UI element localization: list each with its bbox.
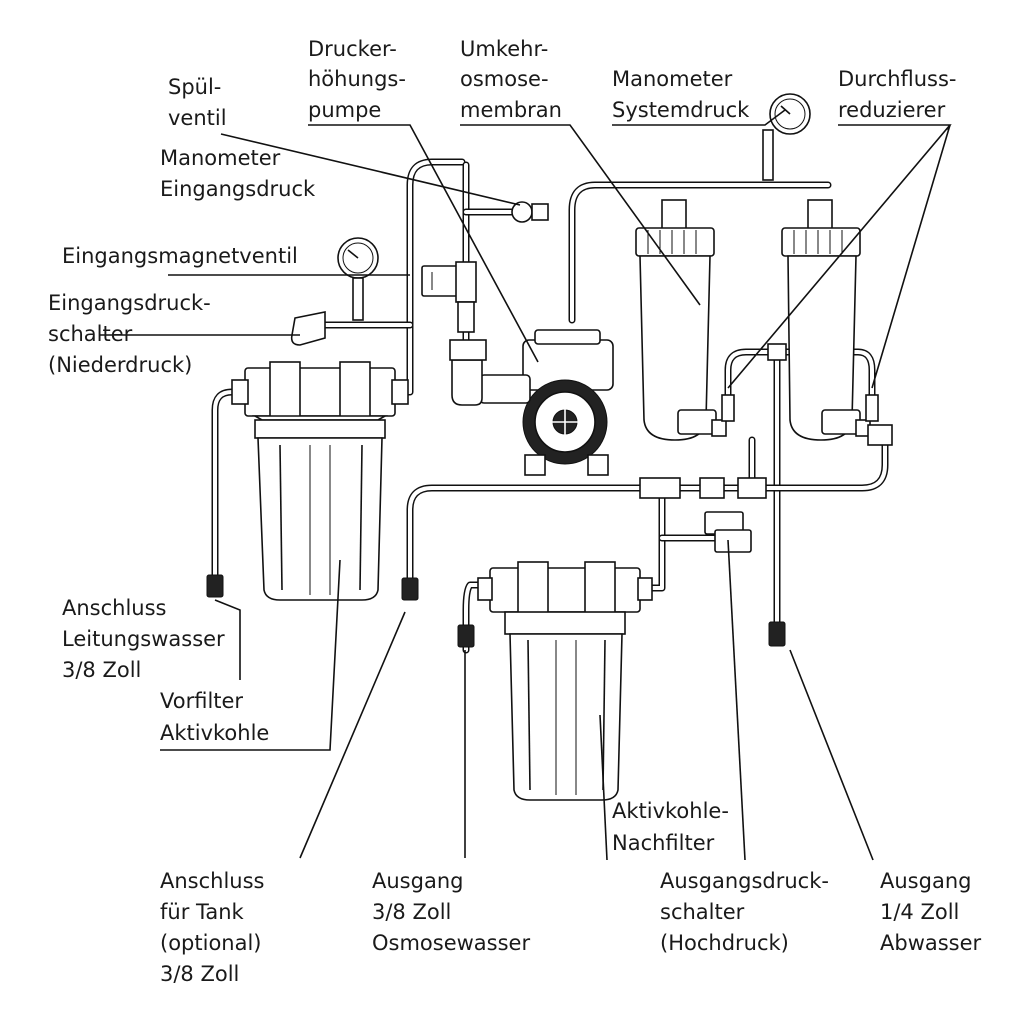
label-druckerhoehungspumpe-2: höhungs- [308,67,406,91]
label-ausgang-osmosewasser-3: Osmosewasser [372,931,530,955]
label-membran-3: membran [460,98,562,122]
label-ausgang-abwasser-3: Abwasser [880,931,982,955]
label-membran-2: osmose- [460,67,549,91]
label-durchflussreduzierer-2: reduzierer [838,98,946,122]
label-anschluss-tank-2: für Tank [160,900,245,924]
label-anschluss-tank-1: Anschluss [160,869,265,893]
label-vorfilter-1: Vorfilter [160,689,243,713]
label-eingangsdruckschalter-2: schalter [48,322,133,346]
label-ausgang-abwasser-1: Ausgang [880,869,971,893]
label-anschluss-tank-4: 3/8 Zoll [160,962,239,986]
label-nachfilter-2: Nachfilter [612,831,715,855]
label-durchflussreduzierer-1: Durchfluss- [838,67,957,91]
label-vorfilter-2: Aktivkohle [160,721,269,745]
leader-lines [100,109,952,861]
label-manometer-system-1: Manometer [612,67,733,91]
inlet-solenoid-valve [421,261,477,333]
label-anschluss-leitungswasser-3: 3/8 Zoll [62,658,141,682]
label-eingangsdruckschalter-1: Eingangsdruck- [48,291,211,315]
membrane-housing-1 [635,199,727,441]
label-ausgangsdruckschalter-2: schalter [660,900,745,924]
label-ausgang-osmosewasser-2: 3/8 Zoll [372,900,451,924]
label-manometer-eingang-2: Eingangsdruck [160,177,316,201]
label-ausgangsdruckschalter-1: Ausgangsdruck- [660,869,829,893]
label-eingangsmagnetventil: Eingangsmagnetventil [62,244,298,268]
connectors [206,343,893,648]
prefilter-housing [231,361,409,601]
label-ausgang-abwasser-2: 1/4 Zoll [880,900,959,924]
label-anschluss-tank-3: (optional) [160,931,262,955]
labels: Drucker- höhungs- pumpe Umkehr- osmose- … [48,37,982,986]
membrane-housing-2 [781,199,871,441]
label-nachfilter-1: Aktivkohle- [612,799,729,823]
inlet-pressure-switch [290,311,326,346]
label-spuelventil-1: Spül- [168,75,221,99]
label-druckerhoehungspumpe-1: Drucker- [308,37,397,61]
label-manometer-system-2: Systemdruck [612,98,750,122]
label-membran-1: Umkehr- [460,37,548,61]
label-druckerhoehungspumpe-3: pumpe [308,98,381,122]
inlet-pressure-gauge [337,237,379,321]
flush-valve [511,201,549,223]
label-ausgangsdruckschalter-3: (Hochdruck) [660,931,789,955]
booster-pump [449,329,614,476]
label-spuelventil-2: ventil [168,106,227,130]
label-ausgang-osmosewasser-1: Ausgang [372,869,463,893]
label-anschluss-leitungswasser-2: Leitungswasser [62,627,225,651]
system-pressure-gauge [762,93,811,181]
outlet-pressure-switch [704,511,752,553]
label-anschluss-leitungswasser-1: Anschluss [62,596,167,620]
label-eingangsdruckschalter-3: (Niederdruck) [48,353,192,377]
postfilter-housing [477,561,653,801]
label-manometer-eingang-1: Manometer [160,146,281,170]
